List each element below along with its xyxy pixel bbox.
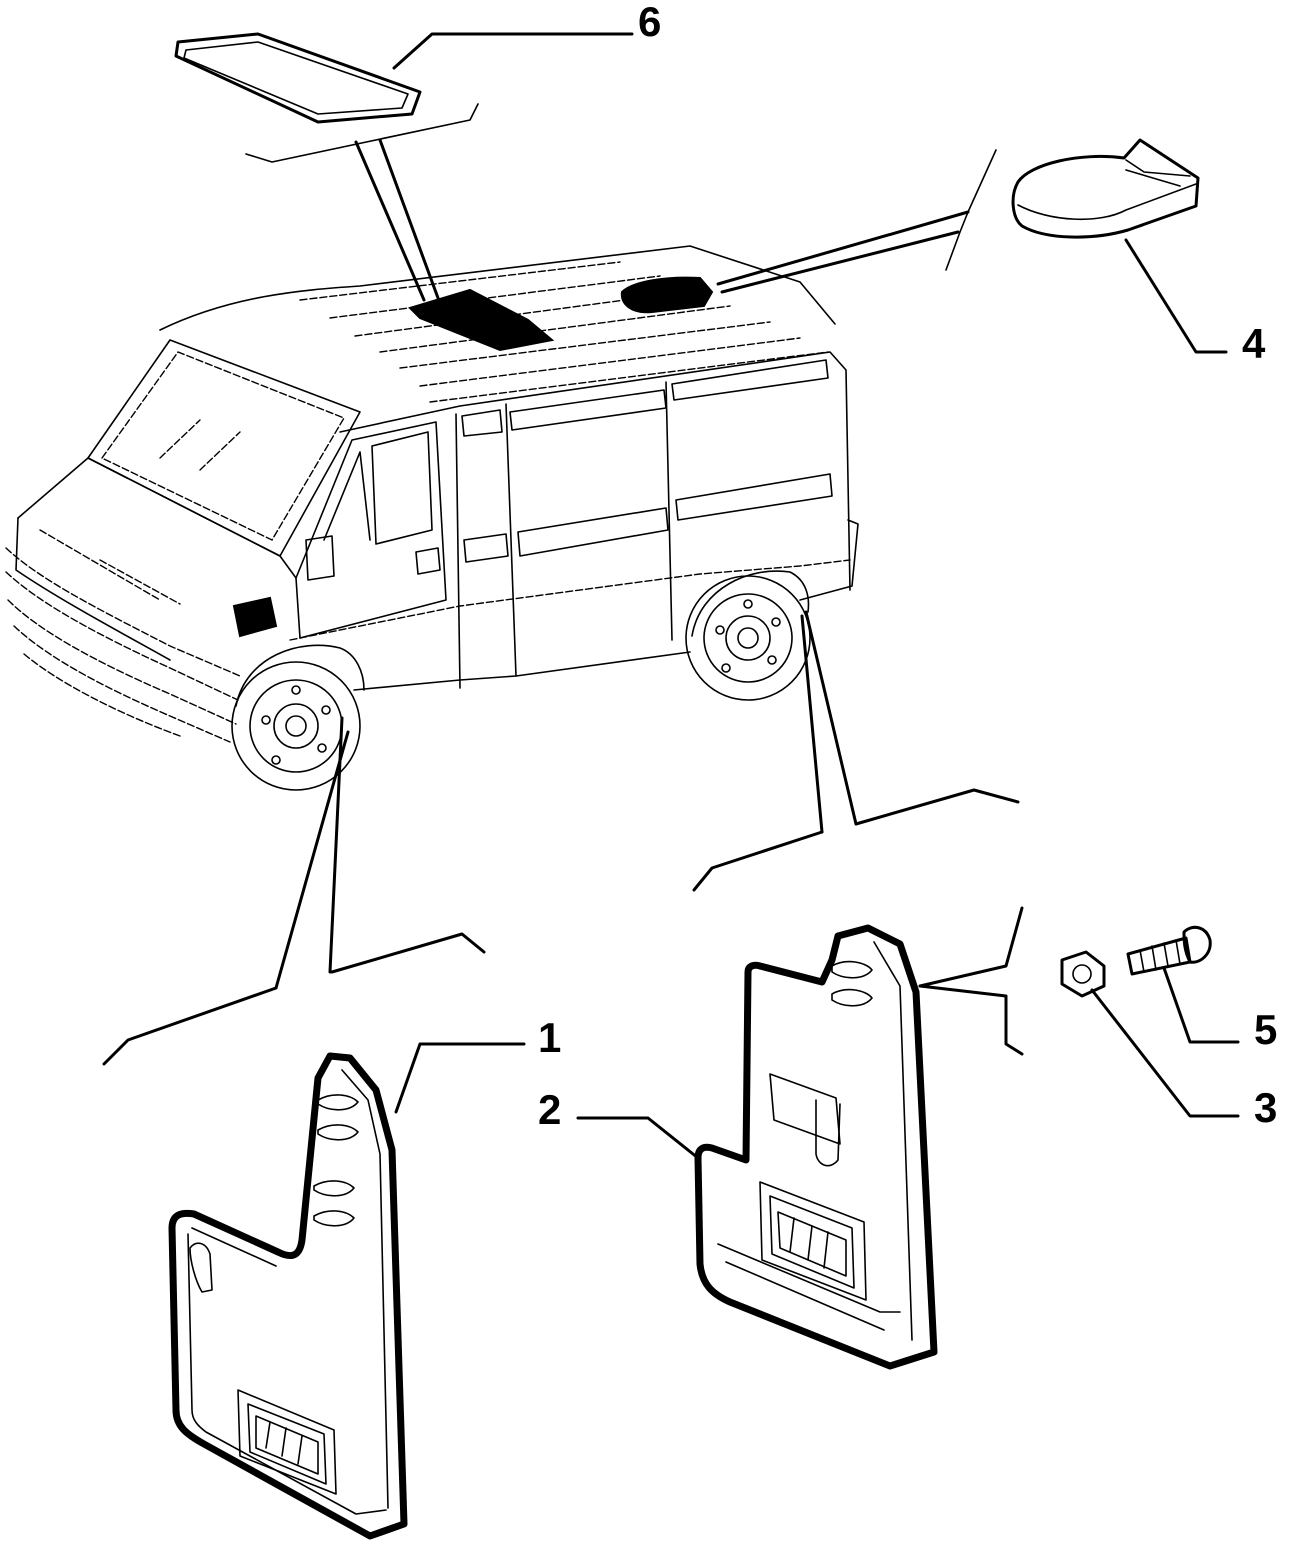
callout-5: 5 [1254, 1006, 1277, 1053]
callout-3: 3 [1254, 1084, 1277, 1131]
part-2-mudflap-rear [694, 924, 938, 1370]
part-6-roof-panel [174, 32, 422, 124]
callout-6: 6 [638, 0, 661, 45]
callout-1: 1 [538, 1014, 561, 1061]
part-3-nut [1060, 950, 1106, 998]
part-4-roof-vent [1011, 138, 1200, 239]
callout-labels: 6 4 1 2 5 3 [538, 0, 1277, 1133]
part-5-bolt [1126, 925, 1212, 976]
callout-2: 2 [538, 1086, 561, 1133]
van-illustration [5, 245, 859, 791]
leader-lines [102, 32, 1240, 1160]
part-1-mudflap-front [168, 1052, 408, 1540]
callout-4: 4 [1242, 320, 1266, 367]
